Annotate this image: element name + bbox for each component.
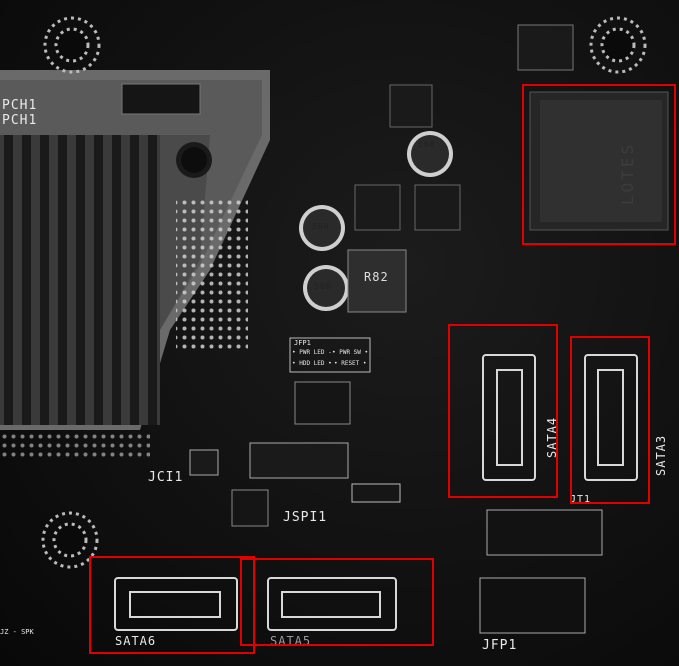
jci-label: JCI1 (148, 470, 184, 485)
sata3-label: SATA3 (654, 434, 668, 476)
pin-headers (189, 442, 603, 634)
sata3-highlight (570, 336, 650, 504)
capacitors (299, 131, 453, 311)
jfp-legend-reset: • RESET • (334, 360, 367, 367)
pch-label-bottom: PCH1 (2, 113, 38, 128)
chipset-heatsink (0, 70, 270, 430)
sata5-highlight (240, 558, 434, 646)
sata-ports (114, 354, 638, 631)
jfp-legend-hdd-led: • HDD LED • (292, 360, 332, 367)
jfp-label: JFP1 (482, 638, 518, 653)
pch-label-top: PCH1 (2, 98, 38, 113)
sata6-label: SATA6 (115, 634, 157, 648)
jfp-legend-title: JFP1 (294, 339, 311, 347)
jspi-label: JSPI1 (283, 510, 328, 525)
capacitor-marking-3: 560 (314, 282, 332, 291)
spk-label: JZ - SPK (0, 628, 34, 636)
sata6-highlight (89, 556, 255, 654)
capacitor-marking-2: 560 (312, 222, 330, 231)
lotes-socket-highlight (522, 84, 676, 245)
jfp-legend-pwr-sw: • PWR SW • (332, 349, 369, 356)
sata4-highlight (448, 324, 558, 498)
jt1-label: JT1 (570, 494, 592, 505)
jfp-legend-pwr-led: • PWR LED - (292, 349, 332, 356)
mounting-holes (41, 16, 647, 569)
inductor-marking: R82 (364, 270, 389, 284)
capacitor-marking-1: 560 (418, 140, 436, 149)
